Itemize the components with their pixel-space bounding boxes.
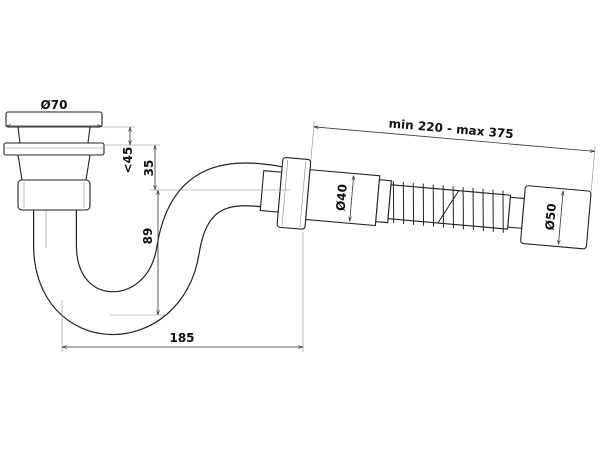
dim-drain-height: <45 bbox=[121, 147, 135, 174]
dim-hose-outlet-diameter: Ø50 bbox=[543, 203, 559, 231]
dim-hose-inlet-diameter: Ø40 bbox=[334, 184, 350, 212]
s-trap-pipe bbox=[33, 162, 295, 336]
flexible-hose: Ø40 Ø50 min 220 - max 375 bbox=[259, 116, 596, 250]
drain-strainer bbox=[3, 111, 105, 211]
corrugated-section bbox=[387, 180, 512, 233]
dim-trap-depth: 89 bbox=[141, 228, 155, 245]
dim-drain-diameter: Ø70 bbox=[41, 98, 68, 112]
dim-hose-length: min 220 - max 375 bbox=[388, 116, 514, 141]
drain-nut bbox=[17, 179, 91, 211]
dim-total-width: 185 bbox=[169, 331, 194, 345]
hose-outlet-cup bbox=[520, 185, 592, 250]
dim-outlet-offset: 35 bbox=[142, 160, 156, 177]
